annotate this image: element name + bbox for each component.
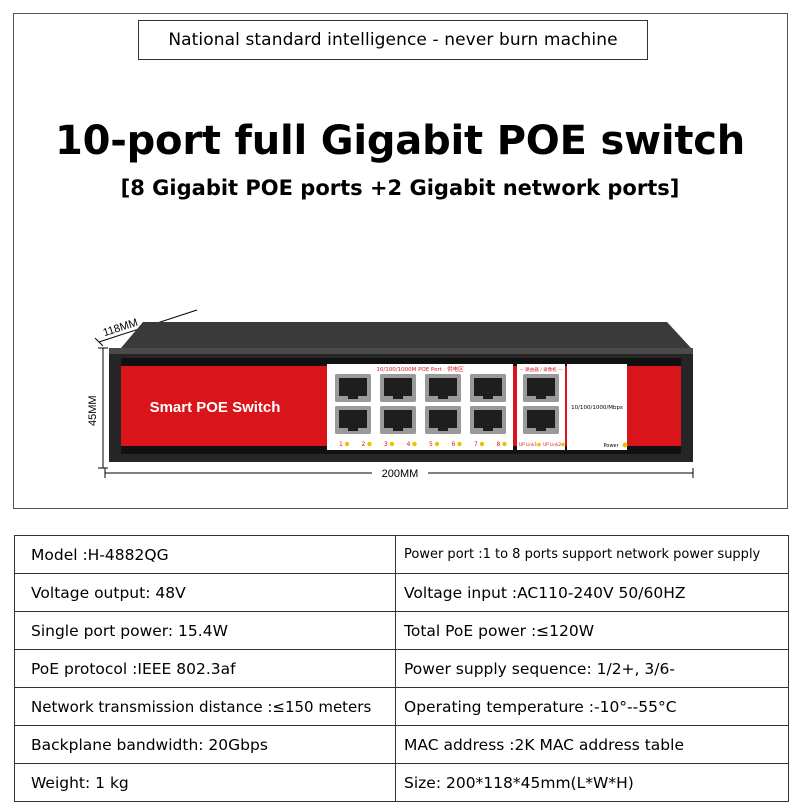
spec-row: Backplane bandwidth: 20Gbps MAC address … — [14, 725, 789, 764]
poe-port-top-3 — [425, 374, 461, 402]
spec-row: Network transmission distance :≤150 mete… — [14, 687, 789, 726]
spec-transmission-distance: Network transmission distance :≤150 mete… — [14, 687, 396, 726]
port-labels: 1 2 3 4 5 6 7 8 UP Link1 UP Link2 — [339, 441, 565, 448]
spec-power-port: Power port :1 to 8 ports support network… — [395, 535, 789, 574]
uplink-port-2 — [523, 406, 559, 434]
switch-illustration: 118MM 45MM 200MM Smart POE Switch 10/100… — [87, 309, 694, 480]
poe-port-top-1 — [335, 374, 371, 402]
product-panel — [13, 13, 788, 509]
port-number-label: 6 — [452, 441, 456, 448]
spec-backplane-bandwidth: Backplane bandwidth: 20Gbps — [14, 725, 396, 764]
spec-row: Weight: 1 kg Size: 200*118*45mm(L*W*H) — [14, 763, 789, 802]
poe-port-top-2 — [380, 374, 416, 402]
uplink-section-label: — 路由器 / 录像机 — — [519, 366, 563, 373]
poe-port-bottom-2 — [380, 406, 416, 434]
brand-label: Smart POE Switch — [150, 399, 281, 416]
port-number-label: 8 — [497, 441, 501, 448]
spec-single-port-power: Single port power: 15.4W — [14, 611, 396, 650]
port-led — [344, 441, 350, 447]
uplink-label: UP Link1 — [519, 442, 537, 447]
rj45-ports — [335, 374, 559, 434]
dim-width-label: 200MM — [382, 468, 419, 480]
dimension-width: 200MM — [104, 466, 694, 480]
slogan-text: National standard intelligence - never b… — [168, 30, 618, 50]
spec-mac-address: MAC address :2K MAC address table — [395, 725, 789, 764]
poe-port-bottom-4 — [470, 406, 506, 434]
spec-size: Size: 200*118*45mm(L*W*H) — [395, 763, 789, 802]
uplink-led — [537, 442, 541, 447]
spec-model: Model :H-4882QG — [14, 535, 396, 574]
port-number-label: 5 — [429, 441, 433, 448]
port-number-label: 3 — [384, 441, 388, 448]
spec-weight: Weight: 1 kg — [14, 763, 396, 802]
product-subtitle: [8 Gigabit POE ports +2 Gigabit network … — [120, 176, 680, 200]
poe-port-bottom-1 — [335, 406, 371, 434]
port-led — [457, 441, 462, 447]
spec-total-poe-power: Total PoE power :≤120W — [395, 611, 789, 650]
port-led — [367, 441, 372, 447]
port-led — [389, 441, 395, 447]
spec-voltage-input: Voltage input :AC110-240V 50/60HZ — [395, 573, 789, 612]
port-number-label: 7 — [474, 441, 478, 448]
port-number-label: 1 — [339, 441, 343, 448]
info-area — [567, 364, 627, 450]
dimension-height: 45MM — [87, 347, 108, 469]
spec-row: Single port power: 15.4W Total PoE power… — [14, 611, 789, 650]
port-led — [434, 441, 440, 447]
switch-top-panel — [121, 322, 691, 348]
spec-power-supply-sequence: Power supply sequence: 1/2+, 3/6- — [395, 649, 789, 688]
slogan-banner: National standard intelligence - never b… — [138, 20, 648, 60]
port-number-label: 4 — [407, 441, 411, 448]
port-led — [412, 441, 417, 447]
spec-row: Model :H-4882QG Power port :1 to 8 ports… — [14, 535, 789, 574]
uplink-led — [561, 442, 565, 447]
port-led — [479, 441, 485, 447]
poe-port-bottom-3 — [425, 406, 461, 434]
spec-voltage-output: Voltage output: 48V — [14, 573, 396, 612]
spec-row: PoE protocol :IEEE 802.3af Power supply … — [14, 649, 789, 688]
spec-row: Voltage output: 48V Voltage input :AC110… — [14, 573, 789, 612]
poe-port-top-4 — [470, 374, 506, 402]
poe-section-label: 10/100/1000M POE Port · 供电区 — [376, 365, 464, 373]
spec-operating-temperature: Operating temperature :-10°--55°C — [395, 687, 789, 726]
power-label: Power — [603, 443, 619, 449]
spec-poe-protocol: PoE protocol :IEEE 802.3af — [14, 649, 396, 688]
dim-height-label: 45MM — [87, 395, 99, 426]
speed-label: 10/100/1000/Mbps — [571, 405, 623, 411]
spec-table: Model :H-4882QG Power port :1 to 8 ports… — [14, 535, 789, 802]
port-led — [502, 441, 507, 447]
uplink-label: UP Link2 — [543, 442, 561, 447]
port-number-label: 2 — [362, 441, 366, 448]
power-led — [622, 442, 628, 448]
product-title: 10-port full Gigabit POE switch — [54, 118, 746, 164]
uplink-port-1 — [523, 374, 559, 402]
